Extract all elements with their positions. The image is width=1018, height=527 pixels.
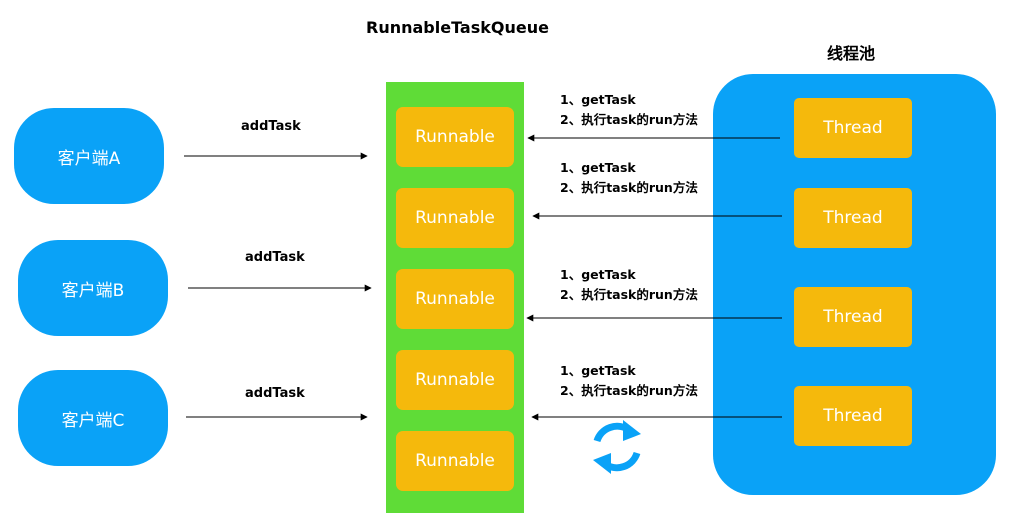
runnable-task-queue: Runnable Runnable Runnable Runnable Runn… (386, 82, 524, 513)
runnable-item: Runnable (396, 188, 514, 248)
step-label-3: 1、getTask 2、执行task的run方法 (560, 265, 698, 305)
step-get-task: 1、getTask (560, 92, 636, 107)
thread-item: Thread (794, 386, 912, 446)
refresh-cycle-icon (593, 420, 641, 474)
add-task-label-a: addTask (241, 119, 301, 134)
step-run-task: 2、执行task的run方法 (560, 112, 698, 127)
step-label-1: 1、getTask 2、执行task的run方法 (560, 90, 698, 130)
step-label-4: 1、getTask 2、执行task的run方法 (560, 361, 698, 401)
client-c: 客户端C (18, 370, 168, 466)
runnable-item: Runnable (396, 269, 514, 329)
runnable-item: Runnable (396, 350, 514, 410)
client-b: 客户端B (18, 240, 168, 336)
runnable-item: Runnable (396, 431, 514, 491)
add-task-label-c: addTask (245, 386, 305, 401)
pool-title: 线程池 (827, 44, 876, 63)
thread-item: Thread (794, 188, 912, 248)
thread-item: Thread (794, 98, 912, 158)
thread-item: Thread (794, 287, 912, 347)
step-get-task: 1、getTask (560, 363, 636, 378)
step-label-2: 1、getTask 2、执行task的run方法 (560, 158, 698, 198)
step-get-task: 1、getTask (560, 267, 636, 282)
queue-title: RunnableTaskQueue (366, 18, 549, 37)
step-run-task: 2、执行task的run方法 (560, 287, 698, 302)
client-a: 客户端A (14, 108, 164, 204)
runnable-item: Runnable (396, 107, 514, 167)
add-task-label-b: addTask (245, 250, 305, 265)
step-run-task: 2、执行task的run方法 (560, 180, 698, 195)
step-run-task: 2、执行task的run方法 (560, 383, 698, 398)
step-get-task: 1、getTask (560, 160, 636, 175)
